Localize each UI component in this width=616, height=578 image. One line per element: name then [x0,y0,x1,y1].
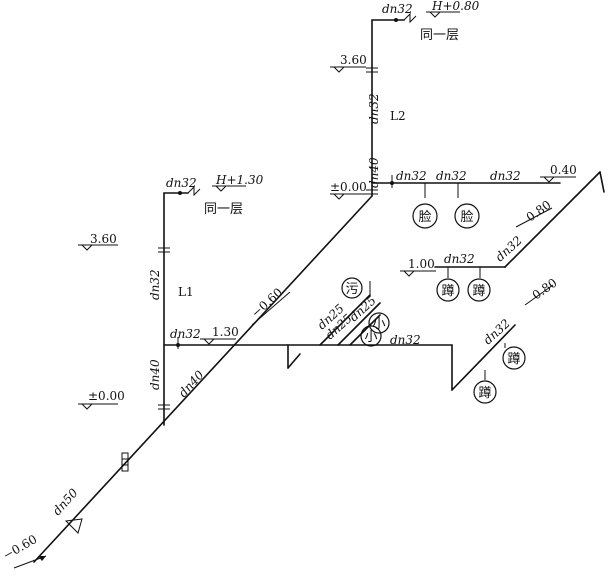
L2-label: L2 [390,109,406,123]
elevation-000-right: ±0.00 [330,180,367,194]
same-floor-L1-label: 同一层 [204,202,243,217]
horizontal-dn32-a: dn32 [170,327,201,341]
elevation-130: 1.30 [212,325,239,339]
fixture-dun-3: 蹲 [502,346,526,370]
floor-drain-branch [319,294,371,346]
elevation-000-left: ±0.00 [88,389,125,403]
urinal-branch-1 [337,302,381,346]
fixture-xiao-2: 小 [360,325,382,347]
pipe-fittings [121,67,378,472]
elevation-100: 1.00 [408,257,435,271]
fixture-lian-1: 脸 [412,203,438,229]
cleanout-dot-1 [176,343,180,347]
elevation-m060-bottom: −0.60 [1,532,40,563]
fixture-xiao-2-label: 小 [364,330,377,345]
L2-dn32-label: dn32 [367,93,381,124]
vent-cap-L1 [187,185,201,197]
elevation-080-a: 0.80 [524,198,554,225]
fixture-lian-1-label: 脸 [418,210,431,225]
squat-dn32-label: dn32 [444,252,475,266]
L1-H-label: H+1.30 [215,173,264,187]
elevation-m060: −0.60 [249,285,286,320]
elevation-040: 0.40 [550,163,577,177]
elevation-360-right: 3.60 [340,53,367,67]
dn50-label: dn50 [50,486,81,518]
diagonal-dn32-label: dn32 [493,233,525,264]
elevation-markers [78,11,576,410]
L1-dn40-label: dn40 [148,359,162,390]
fixture-lian-2: 脸 [454,203,480,229]
branch-dn32-b: dn32 [436,169,467,183]
branch-jog-diag [287,353,301,369]
L1-top-dn-label: dn32 [166,176,197,190]
top-H-label: H+0.80 [431,0,480,13]
fixture-dun-4: 蹲 [473,380,497,404]
squat-diagonal-lower [451,324,516,391]
fixture-xiao-1: 小 [368,312,390,334]
right-end-stub [599,171,605,193]
elevation-080-b: 0.80 [530,276,560,303]
diagonal-dn40-label: dn40 [176,368,207,400]
branch-dn32-a: dn32 [396,169,427,183]
fixture-dun-2: 蹲 [467,278,491,302]
top-dn-label: dn32 [382,2,413,16]
vent-dot-2 [178,191,182,195]
elevation-360-left: 3.60 [90,232,117,246]
fixture-dun-1-label: 蹲 [441,284,454,299]
vent-cap-top [403,12,417,24]
L2-dn40-label: dn40 [367,157,381,188]
fixture-wu: 污 [341,277,363,299]
urinal-branch-2 [349,314,381,346]
outlet-arrow-head [38,556,46,561]
cleanout-dot-2 [390,181,394,185]
same-floor-top-label: 同一层 [420,28,459,43]
fixture-dun-3-label: 蹲 [507,352,520,367]
L1-label: L1 [178,285,194,299]
main-diagonal-pipe [33,195,373,563]
branch-dn32-c: dn32 [490,169,521,183]
horizontal-dn32-b: dn32 [390,333,421,347]
fixture-lian-2-label: 脸 [460,210,473,225]
L1-dn32-label: dn32 [148,269,162,300]
diagonal-branch-right [504,171,601,268]
fixture-wu-label: 污 [345,282,358,297]
fixture-dun-1: 蹲 [436,278,460,302]
vent-dot-1 [394,18,398,22]
fixture-dun-4-label: 蹲 [478,386,491,401]
valve-dn50 [64,518,83,534]
fixture-xiao-1-label: 小 [372,317,385,332]
fixture-dun-2-label: 蹲 [472,284,485,299]
